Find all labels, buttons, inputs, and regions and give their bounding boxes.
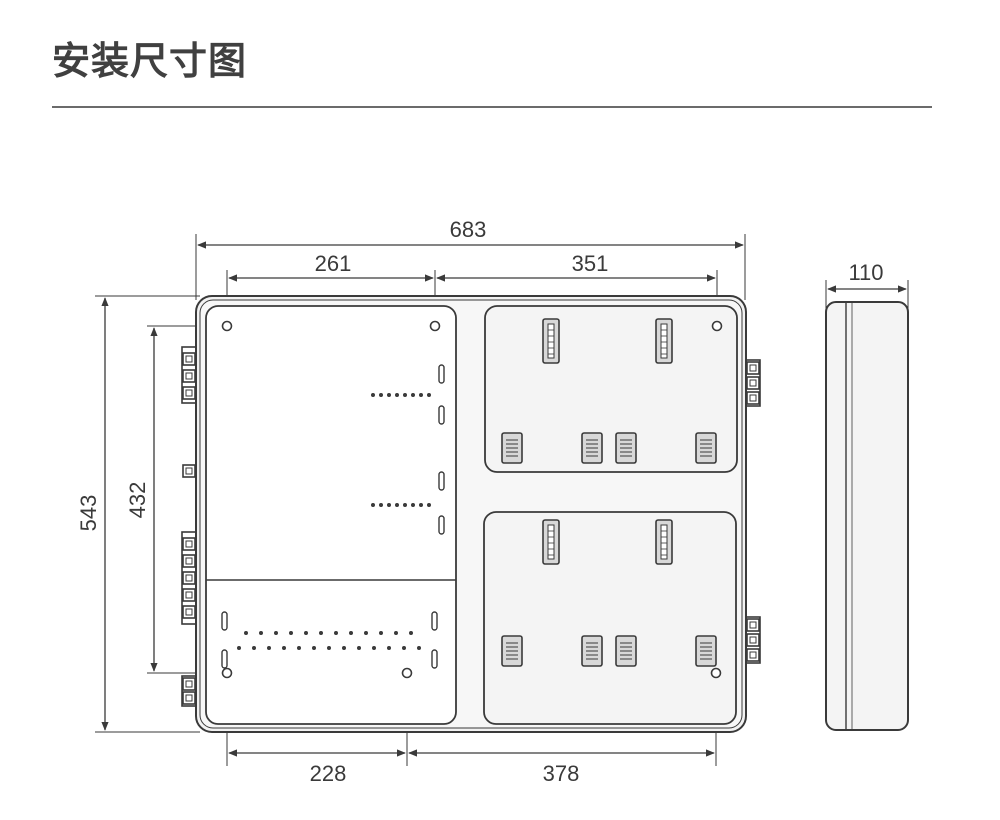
right-lower-panel: [483, 511, 737, 725]
dim-overall-width: 683: [450, 217, 487, 242]
breaker-module-icon: [695, 432, 717, 464]
dim-bottom-left-span: 228: [310, 761, 347, 786]
breaker-module-icon: [581, 432, 603, 464]
breaker-module-icon: [615, 432, 637, 464]
dim-overall-height: 543: [76, 495, 101, 532]
mounting-hole-icon: [711, 320, 723, 332]
title-divider: [52, 106, 932, 108]
mounting-hole-icon: [401, 667, 413, 679]
dim-left-mount-span: 261: [315, 251, 352, 276]
mounting-hole-icon: [221, 667, 233, 679]
left-side-latches: [181, 346, 197, 707]
terminal-strip-icon: [542, 318, 560, 364]
mounting-hole-icon: [221, 320, 233, 332]
side-latch-icon: [182, 464, 196, 478]
breaker-module-icon: [501, 635, 523, 667]
dim-right-mount-span: 351: [572, 251, 609, 276]
breaker-module-icon: [695, 635, 717, 667]
dim-bottom-right-span: 378: [543, 761, 580, 786]
right-side-latches: [745, 359, 761, 664]
breaker-module-icon: [501, 432, 523, 464]
breaker-module-icon: [615, 635, 637, 667]
breaker-module-icon: [581, 635, 603, 667]
side-view: [825, 301, 909, 731]
mounting-hole-icon: [710, 667, 722, 679]
terminal-strip-icon: [655, 318, 673, 364]
left-meter-panel: [205, 305, 457, 725]
mounting-hole-icon: [429, 320, 441, 332]
terminal-strip-icon: [542, 519, 560, 565]
dimension-lines: [101, 241, 907, 757]
right-upper-panel: [484, 305, 738, 473]
terminal-strip-icon: [655, 519, 673, 565]
front-view: [195, 295, 747, 733]
page-title: 安装尺寸图: [52, 39, 248, 83]
dim-mount-height: 432: [125, 482, 150, 519]
dim-depth: 110: [848, 260, 883, 285]
